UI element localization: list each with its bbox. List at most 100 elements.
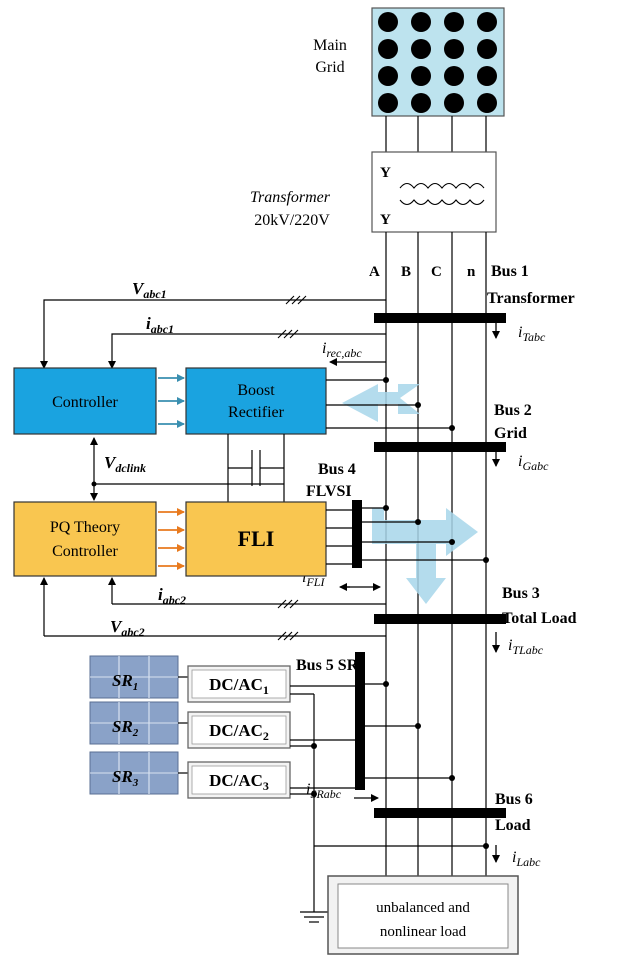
bus6-label: Bus 6 [495, 791, 533, 808]
signal-vabc1: Vabc1 [132, 279, 167, 301]
grid-dot [444, 39, 464, 59]
current-gabc: iGabc [518, 453, 549, 473]
grid-dot [444, 12, 464, 32]
grid-dot [378, 93, 398, 113]
bus3-bar [374, 614, 506, 624]
load-label-line2: nonlinear load [380, 924, 467, 940]
signal-iabc1: iabc1 [146, 314, 174, 336]
bus6-sublabel: Load [495, 817, 531, 834]
flow-arrow-bus4 [372, 508, 478, 604]
controller-label: Controller [52, 394, 118, 411]
solar-panel-1: SR1 [89, 655, 179, 699]
grid-dot [378, 66, 398, 86]
solar-label-2: SR2 [112, 717, 139, 739]
junction-dots [311, 377, 489, 849]
dcac-bus5-connections [290, 683, 486, 923]
transformer-rating: 20kV/220V [254, 212, 330, 229]
phase-label-b: B [401, 264, 411, 280]
pq-label-line2: Controller [52, 543, 118, 560]
grid-dot [477, 39, 497, 59]
boost-label-line1: Boost [237, 382, 275, 399]
grid-dot [477, 12, 497, 32]
bus5-label: Bus 5 SR [296, 657, 359, 674]
bus-labels: Bus 1 Transformer Bus 2 Grid Bus 4 FLVSI… [296, 263, 577, 834]
bus3-label: Bus 3 [502, 585, 540, 602]
grid-dots [378, 12, 497, 113]
dcac-label-1: DC/AC1 [209, 675, 269, 697]
grid-label-line2: Grid [315, 59, 344, 76]
phase-label-c: C [431, 264, 442, 280]
fli-bus4-connections [326, 507, 486, 565]
transformer-name: Transformer [250, 189, 331, 206]
dcac-label-2: DC/AC2 [209, 721, 269, 743]
flow-arrow-bus1 [342, 384, 420, 422]
signal-labels: Vabc1 iabc1 Vdclink iabc2 Vabc2 [104, 279, 186, 639]
bus1-label: Bus 1 [491, 263, 529, 280]
signal-isr: iSRabc [306, 781, 342, 801]
current-tabc: iTabc [518, 324, 546, 344]
bus2-bar [374, 442, 506, 452]
grid-dot [411, 12, 431, 32]
pq-to-fli-arrows [158, 508, 185, 570]
signal-ifli: iFLI [302, 569, 325, 589]
bus6-bar [374, 808, 506, 818]
bus2-label: Bus 2 [494, 402, 532, 419]
solar-label-1: SR1 [112, 671, 138, 693]
grid-feeder-lines [385, 116, 487, 152]
vdclink-lines [90, 437, 284, 501]
bus3-sublabel: Total Load [502, 610, 577, 627]
bus5-bar [355, 652, 365, 790]
flow-arrow-stub [372, 508, 384, 520]
grid-dot [411, 39, 431, 59]
dcac-label-3: DC/AC3 [209, 771, 269, 793]
grid-dot [411, 66, 431, 86]
fli-block: FLI [185, 501, 327, 577]
current-tlabc: iTLabc [508, 637, 544, 657]
dcac-block-1: DC/AC1 [187, 665, 291, 703]
signal-iabc2: iabc2 [158, 585, 186, 607]
boost-phase-connections [326, 379, 452, 429]
power-flow-arrows [342, 384, 478, 604]
boost-label-line2: Rectifier [228, 404, 285, 421]
dcac-block-3: DC/AC3 [187, 761, 291, 799]
dc-link-capacitor [227, 434, 285, 502]
fli-label: FLI [238, 526, 275, 551]
measurement-lines [40, 299, 386, 637]
grid-dot [477, 93, 497, 113]
grid-dot [444, 66, 464, 86]
bus-bars [352, 313, 506, 818]
current-labc: iLabc [512, 849, 541, 869]
secondary-winding [399, 199, 485, 206]
solar-unit-3: SR3 DC/AC3 [89, 751, 291, 799]
bus4-bar [352, 500, 362, 568]
solar-panel-2: SR2 [89, 701, 179, 745]
grid-dot [378, 12, 398, 32]
primary-winding [399, 182, 485, 189]
load-label-line1: unbalanced and [376, 900, 470, 916]
boost-rectifier-block: Boost Rectifier [185, 367, 327, 435]
signal-vdclink: Vdclink [104, 453, 146, 475]
solar-label-3: SR3 [112, 767, 139, 789]
solar-unit-1: SR1 DC/AC1 [89, 655, 291, 703]
bus1-sublabel: Transformer [487, 290, 575, 307]
phase-label-n: n [467, 264, 476, 280]
main-grid: Main Grid [313, 7, 505, 117]
transformer-y-bottom: Y [380, 212, 391, 228]
phase-label-a: A [369, 264, 380, 280]
pq-label-line1: PQ Theory [50, 519, 120, 536]
signal-irec: irec,abc [322, 340, 362, 360]
solar-unit-2: SR2 DC/AC2 [89, 701, 291, 749]
controller-to-boost-arrows [158, 374, 185, 428]
grid-dot [477, 66, 497, 86]
bus1-bar [374, 313, 506, 323]
grid-label-line1: Main [313, 37, 347, 54]
solar-panel-3: SR3 [89, 751, 179, 795]
load-block: unbalanced and nonlinear load [327, 875, 519, 955]
grid-dot [444, 93, 464, 113]
controller-block: Controller [13, 367, 157, 435]
bus4-sublabel: FLVSI [306, 483, 352, 500]
grid-dot [411, 93, 431, 113]
transformer-y-top: Y [380, 165, 391, 181]
